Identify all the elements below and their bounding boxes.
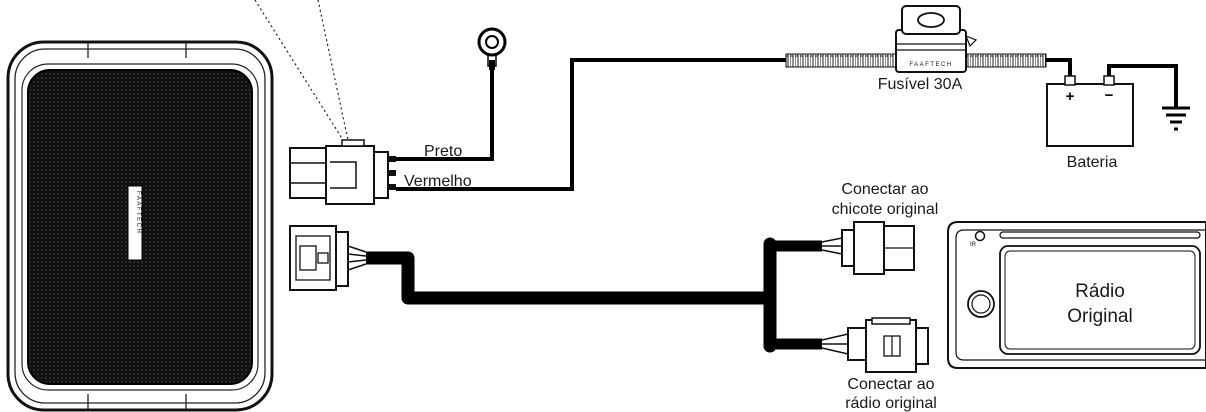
harness-side-connector [821,221,915,275]
harness-cable [366,237,822,353]
fuse-holder: FAAFTECH [895,5,978,73]
battery-minus-sign: − [1105,87,1114,104]
battery-plus-sign: + [1066,88,1075,105]
radio-side-connector [821,317,929,373]
label-chicote-line1: Conectar ao [841,181,928,198]
original-radio: IR [947,221,1206,369]
ir-sensor-icon [974,230,986,242]
ring-terminal-icon [477,27,507,57]
battery: + − [1046,64,1178,147]
label-preto: Preto [424,143,462,160]
power-connector [289,139,396,205]
fuse-logo: FAAFTECH [909,62,952,68]
label-bateria: Bateria [1067,154,1118,171]
red-wire [396,53,1072,191]
label-radio-conn-line2: rádio original [845,395,937,412]
label-radio-line1: Rádio [1075,281,1125,302]
module-logo-plate [127,185,143,261]
label-radio-conn-line1: Conectar ao [847,376,934,393]
ground-icon [1162,106,1190,131]
module-device: FAAFTECH [6,40,274,412]
harness-connector [289,225,367,291]
label-fusivel: Fusível 30A [878,76,963,93]
label-vermelho: Vermelho [404,173,472,190]
label-chicote-line2: chicote original [832,201,939,218]
pointer-lines [254,0,349,141]
module-logo: FAAFTECH [135,191,141,234]
ir-label: IR [970,242,977,248]
label-radio-line2: Original [1067,306,1132,327]
